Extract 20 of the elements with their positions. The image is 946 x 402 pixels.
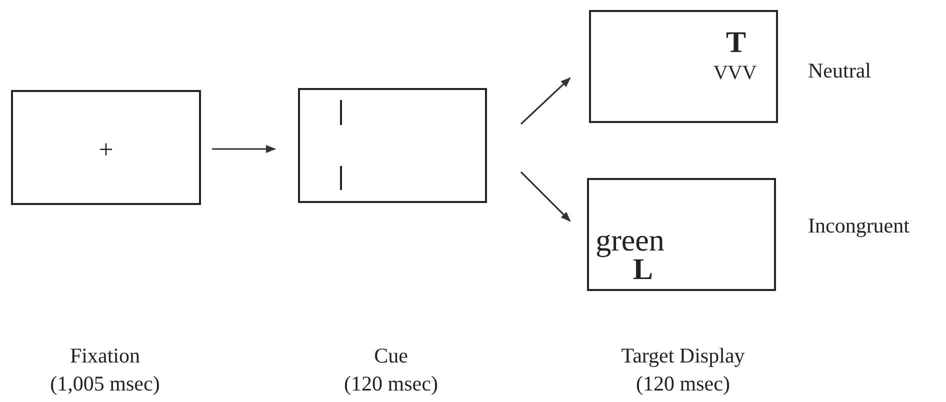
display-frame: [589, 10, 778, 123]
stimulus-text: VVV: [713, 63, 757, 83]
stimulus-text: green: [596, 224, 664, 256]
target-letter: L: [633, 255, 653, 285]
fixation-cross: +: [98, 137, 114, 163]
node-label: (1,005 msec): [50, 374, 160, 394]
caption: Target Display: [621, 346, 745, 366]
arrow: [212, 145, 276, 153]
node-label: Neutral: [808, 60, 871, 82]
target-letter: T: [726, 28, 746, 58]
node-label: (120 msec): [344, 374, 438, 394]
node-label: Incongruent: [808, 216, 910, 236]
caption: (120 msec): [636, 374, 730, 394]
display-frame: [587, 178, 776, 291]
node-label: Fixation: [70, 346, 140, 366]
arrow: [520, 77, 571, 125]
node-label: Cue: [374, 346, 408, 366]
arrow: [520, 171, 571, 222]
display-frame: [298, 88, 487, 203]
display-frame: [11, 90, 201, 205]
